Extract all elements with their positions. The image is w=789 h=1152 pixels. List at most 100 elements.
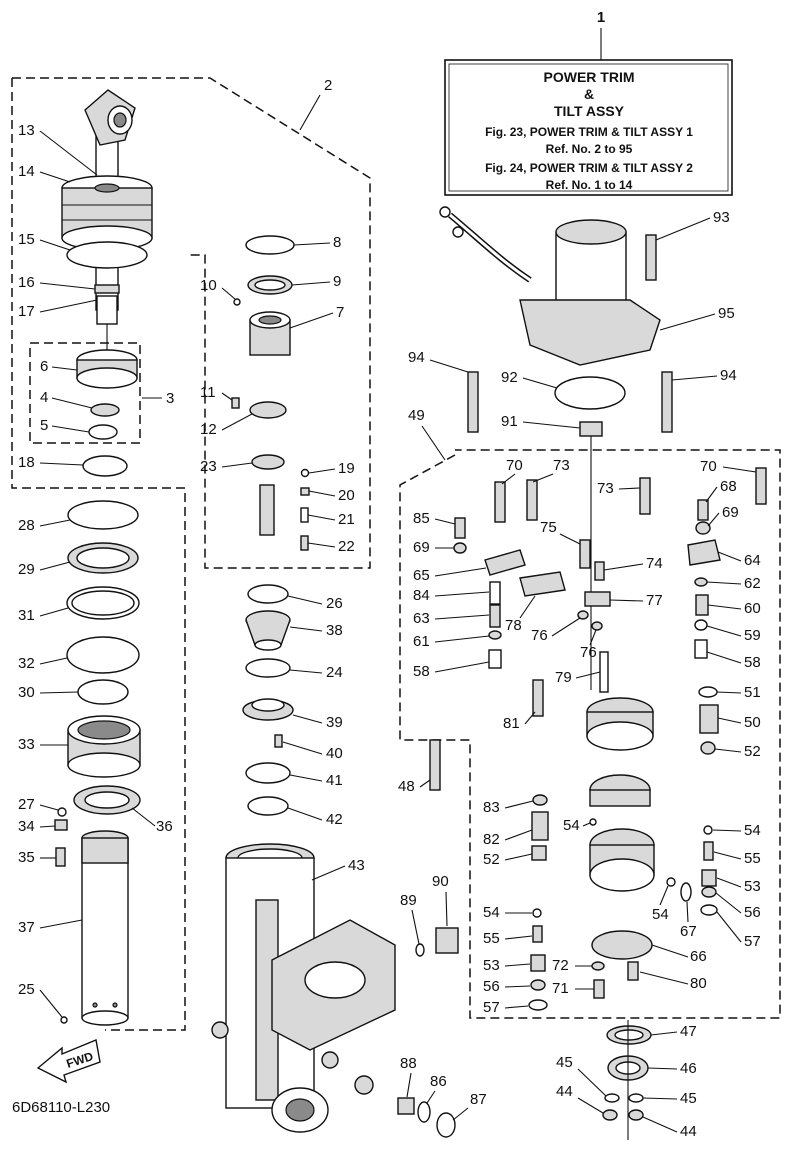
callout-86: 86 xyxy=(430,1073,447,1090)
part-92-oring xyxy=(554,376,626,410)
part-45-oring-left xyxy=(604,1093,620,1103)
part-62-ring xyxy=(694,577,708,587)
callout-72: 72 xyxy=(552,957,569,974)
part-41-oring xyxy=(245,762,291,784)
callout-76-b: 76 xyxy=(580,644,597,661)
callout-14: 14 xyxy=(18,163,35,180)
part-70-bolt-right xyxy=(755,467,767,505)
part-71-bolt xyxy=(593,979,605,999)
callout-54-center: 54 xyxy=(563,817,580,834)
callout-5: 5 xyxy=(40,417,48,434)
callout-45-left: 45 xyxy=(556,1054,573,1071)
callout-2: 2 xyxy=(324,77,332,94)
part-94-bolt-right xyxy=(661,371,673,433)
part-77-shaft xyxy=(584,591,611,607)
callout-32: 32 xyxy=(18,655,35,672)
part-74-screw xyxy=(594,561,605,581)
callout-38: 38 xyxy=(326,622,343,639)
callout-30: 30 xyxy=(18,684,35,701)
callout-87: 87 xyxy=(470,1091,487,1108)
part-39-valve xyxy=(242,698,294,748)
forward-arrow: FWD xyxy=(36,1039,101,1084)
part-6-piston xyxy=(76,349,138,389)
callout-89: 89 xyxy=(400,892,417,909)
callout-8: 8 xyxy=(333,234,341,251)
callout-62: 62 xyxy=(744,575,761,592)
part-51-oring xyxy=(698,686,718,698)
callout-7: 7 xyxy=(336,304,344,321)
part-54-ball-center xyxy=(589,818,597,826)
part-45-oring-right xyxy=(628,1093,644,1103)
callout-35: 35 xyxy=(18,849,35,866)
fig24-ref-range: Ref. No. 1 to 14 xyxy=(546,178,633,192)
part-91-coupling xyxy=(579,421,603,437)
callout-85: 85 xyxy=(413,510,430,527)
part-76-seal-a xyxy=(577,610,589,620)
callout-22: 22 xyxy=(338,538,355,555)
callout-70-right: 70 xyxy=(700,458,717,475)
part-35-spring xyxy=(55,847,66,867)
assy-title-line1: POWER TRIM xyxy=(544,69,635,85)
callout-17: 17 xyxy=(18,303,35,320)
callout-53-left: 53 xyxy=(483,957,500,974)
part-56-seal-right xyxy=(701,886,717,898)
part-12-plate xyxy=(249,401,287,419)
part-33-cylinder-cap xyxy=(67,715,141,778)
callout-9: 9 xyxy=(333,273,341,290)
part-76-seal-b xyxy=(591,621,603,631)
part-8-oring xyxy=(245,235,295,255)
callout-93: 93 xyxy=(713,209,730,226)
pump-parts xyxy=(429,206,767,1140)
callout-46: 46 xyxy=(680,1060,697,1077)
part-48-bolt xyxy=(429,739,441,791)
callout-56-right: 56 xyxy=(744,904,761,921)
part-81-bolt xyxy=(532,679,544,717)
callout-23: 23 xyxy=(200,458,217,475)
callout-58-right: 58 xyxy=(744,654,761,671)
callout-27: 27 xyxy=(18,796,35,813)
callout-41: 41 xyxy=(326,772,343,789)
center-column-parts xyxy=(211,235,459,1138)
part-pump-base xyxy=(589,828,655,892)
callout-67: 67 xyxy=(680,923,697,940)
part-83-ring xyxy=(532,794,548,806)
callout-16: 16 xyxy=(18,274,35,291)
callout-44-right: 44 xyxy=(680,1123,697,1140)
callout-43: 43 xyxy=(348,857,365,874)
callout-80: 80 xyxy=(690,975,707,992)
part-14-cap xyxy=(61,175,153,251)
callout-83: 83 xyxy=(483,799,500,816)
callout-88: 88 xyxy=(400,1055,417,1072)
part-22-spring xyxy=(300,535,309,551)
callout-52-right: 52 xyxy=(744,743,761,760)
part-7-valve-body xyxy=(249,311,291,356)
part-60-spring xyxy=(695,594,709,616)
callout-6: 6 xyxy=(40,358,48,375)
assy-title-line2: & xyxy=(584,86,594,102)
callout-39: 39 xyxy=(326,714,343,731)
part-27-ball xyxy=(57,807,67,817)
callout-65: 65 xyxy=(413,567,430,584)
callout-45-right: 45 xyxy=(680,1090,697,1107)
callout-64: 64 xyxy=(744,552,761,569)
part-10-ball xyxy=(233,298,241,306)
callout-81: 81 xyxy=(503,715,520,732)
part-93-bolt xyxy=(645,234,657,281)
part-72-washer xyxy=(591,961,605,971)
part-18-oring xyxy=(82,455,128,477)
part-95-motor xyxy=(439,206,661,366)
callout-21: 21 xyxy=(338,511,355,528)
callout-82: 82 xyxy=(483,831,500,848)
callout-61: 61 xyxy=(413,633,430,650)
callout-50: 50 xyxy=(744,714,761,731)
part-23-screw xyxy=(259,484,275,536)
callout-57-left: 57 xyxy=(483,999,500,1016)
part-42-snap-ring xyxy=(247,796,289,816)
part-54-ball-right xyxy=(703,825,713,835)
part-65-bracket xyxy=(484,549,526,576)
part-63-spring xyxy=(489,604,501,628)
part-57-oring-right xyxy=(700,904,718,916)
part-53-valve-right xyxy=(701,869,717,887)
part-68-pin xyxy=(697,499,709,521)
title-box: 1 POWER TRIM & TILT ASSY Fig. 23, POWER … xyxy=(444,9,733,196)
